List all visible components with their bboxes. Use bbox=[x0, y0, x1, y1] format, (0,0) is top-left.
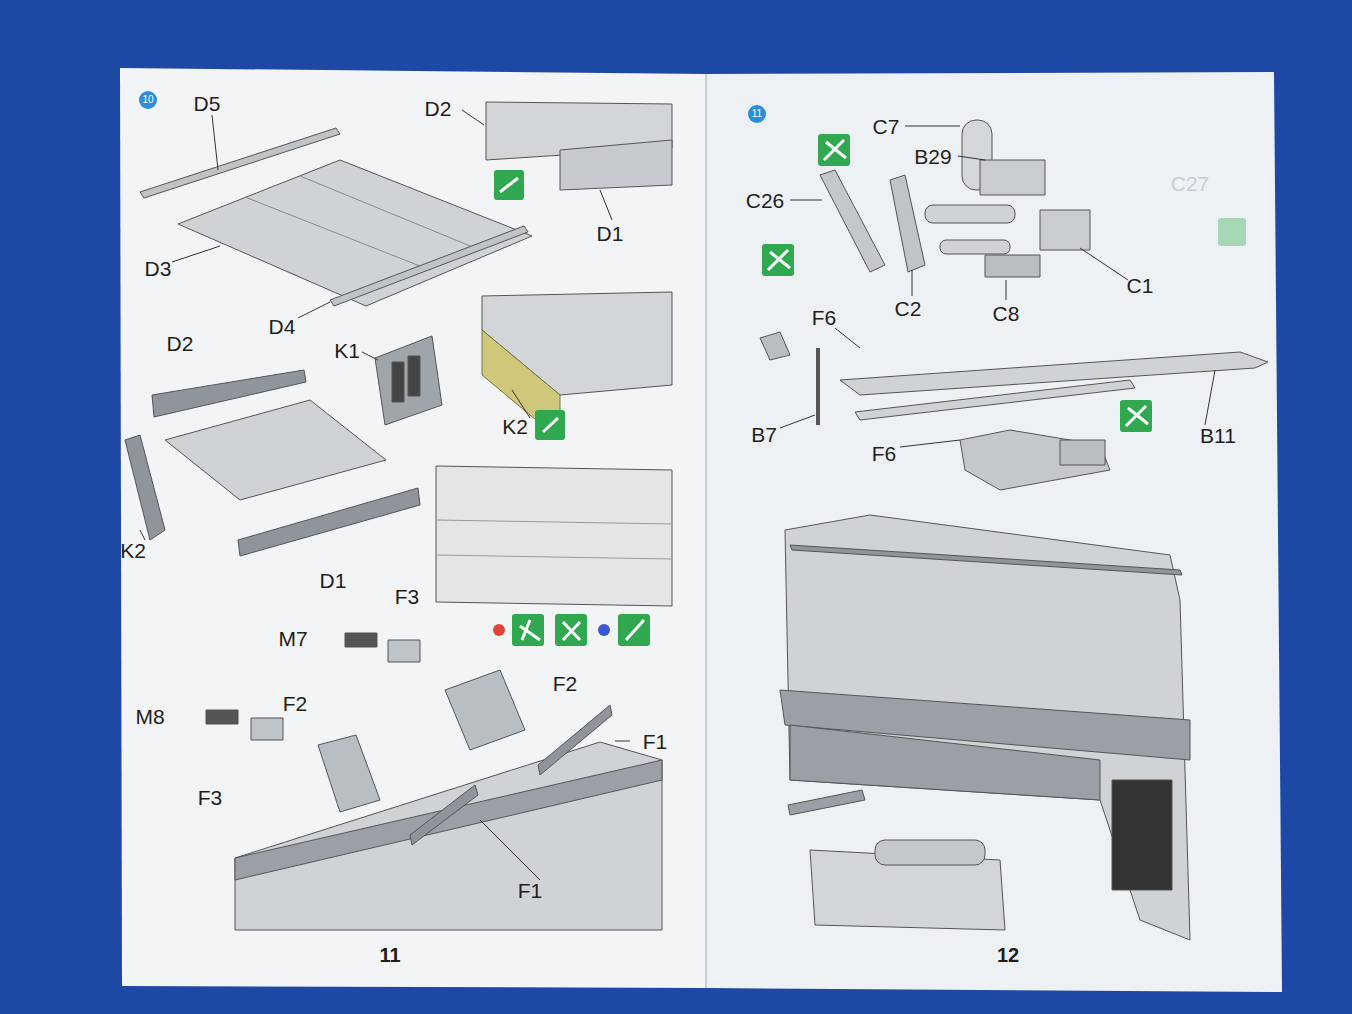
left-page bbox=[120, 68, 706, 988]
part-label: C2 bbox=[895, 298, 922, 319]
part-label: D2 bbox=[425, 98, 452, 119]
part-label: F6 bbox=[812, 307, 837, 328]
part-label: D5 bbox=[194, 93, 221, 114]
part-label: D1 bbox=[320, 570, 347, 591]
part-label: M8 bbox=[135, 706, 164, 727]
part-label: B7 bbox=[751, 424, 777, 445]
part-label: C27 bbox=[1171, 173, 1210, 194]
page-number: 12 bbox=[997, 945, 1019, 965]
page-number: 11 bbox=[379, 945, 400, 965]
step-number: 10 bbox=[139, 91, 157, 109]
part-label: F2 bbox=[283, 693, 308, 714]
part-label: F1 bbox=[518, 880, 543, 901]
part-label: D3 bbox=[145, 258, 172, 279]
part-label: F3 bbox=[198, 787, 223, 808]
part-label: F3 bbox=[395, 586, 420, 607]
part-label: F1 bbox=[643, 731, 668, 752]
part-label: D1 bbox=[597, 223, 624, 244]
part-label: C26 bbox=[746, 190, 785, 211]
part-label: F2 bbox=[553, 673, 578, 694]
part-label: M7 bbox=[278, 628, 307, 649]
part-label: K1 bbox=[334, 340, 360, 361]
part-label: K2 bbox=[120, 540, 146, 561]
right-page bbox=[706, 72, 1282, 992]
part-label: B11 bbox=[1200, 425, 1236, 446]
part-label: D4 bbox=[269, 316, 296, 337]
part-label: C8 bbox=[993, 303, 1020, 324]
part-label: D2 bbox=[167, 333, 194, 354]
part-label: K2 bbox=[502, 416, 528, 437]
part-label: B29 bbox=[914, 146, 951, 167]
step-number: 11 bbox=[748, 105, 766, 123]
part-label: F6 bbox=[872, 443, 897, 464]
part-label: C1 bbox=[1127, 275, 1154, 296]
part-label: C7 bbox=[873, 116, 900, 137]
instruction-icon bbox=[493, 134, 1246, 646]
